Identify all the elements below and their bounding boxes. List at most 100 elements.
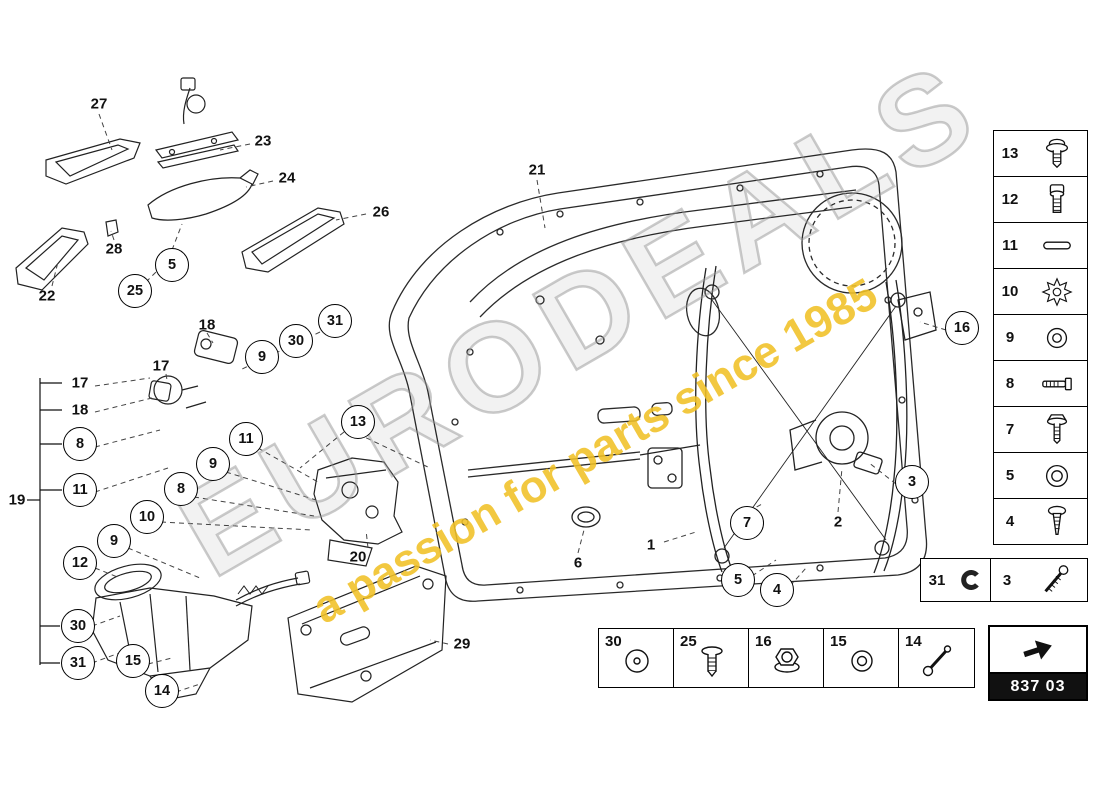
grommet-icon: [599, 641, 674, 681]
part-number: 15: [830, 633, 847, 650]
part-number: 25: [680, 633, 697, 650]
legend-cell-3[interactable]: 3: [990, 558, 1088, 602]
diagram-code: 837 03: [988, 672, 1088, 701]
part-callout[interactable]: 17: [152, 357, 170, 375]
socket-bolt-icon: [1026, 180, 1087, 220]
part-number: 31: [928, 571, 946, 589]
part-callout[interactable]: 21: [528, 161, 546, 179]
ball-pin-icon: [899, 641, 974, 681]
dowel-pin-icon: [1026, 226, 1087, 266]
part-number: 16: [755, 633, 772, 650]
washer-icon: [1026, 456, 1087, 496]
legend-row-4[interactable]: 4: [993, 498, 1088, 545]
part-callout[interactable]: 6: [573, 554, 583, 572]
part-callout[interactable]: 17: [71, 374, 89, 392]
door-latch: [313, 457, 403, 567]
part-number: 3: [1002, 571, 1012, 589]
legend-cell-25[interactable]: 25: [673, 628, 750, 688]
legend-cell-15[interactable]: 15: [823, 628, 900, 688]
part-callout-circle[interactable]: 31: [61, 646, 95, 680]
arrow-icon: [1016, 630, 1060, 670]
part-callout-circle[interactable]: 25: [118, 274, 152, 308]
legend-row-11[interactable]: 11: [993, 222, 1088, 269]
part-callout-circle[interactable]: 15: [116, 644, 150, 678]
washer-icon: [824, 641, 899, 681]
part-callout[interactable]: 26: [372, 203, 390, 221]
legend-cell-16[interactable]: 16: [748, 628, 825, 688]
direction-arrow-box: [988, 625, 1088, 674]
long-bolt-icon: [1026, 364, 1087, 404]
part-number: 5: [1005, 467, 1015, 484]
washer-icon: [1026, 318, 1087, 358]
legend-row-7[interactable]: 7: [993, 406, 1088, 453]
part-number: 14: [905, 633, 922, 650]
part-number: 7: [1005, 421, 1015, 438]
leader-lines: [51, 113, 947, 693]
part-callout[interactable]: 19: [8, 491, 26, 509]
part-callout-circle[interactable]: 12: [63, 546, 97, 580]
part-callout-circle[interactable]: 30: [61, 609, 95, 643]
part-callout[interactable]: 27: [90, 95, 108, 113]
part-callout-circle[interactable]: 14: [145, 674, 179, 708]
part-callout-circle[interactable]: 5: [721, 563, 755, 597]
part-number: 30: [605, 633, 622, 650]
flange-screw-icon: [1026, 410, 1087, 450]
part-number: 8: [1005, 375, 1015, 392]
mount-bracket: [287, 565, 447, 703]
part-callout[interactable]: 2: [833, 513, 843, 531]
part-callout-circle[interactable]: 8: [63, 427, 97, 461]
door-handle-parts: [15, 77, 345, 291]
part-number: 13: [1001, 145, 1019, 162]
legend-row-5[interactable]: 5: [993, 452, 1088, 499]
star-washer-icon: [1026, 272, 1087, 312]
part-callout-circle[interactable]: 9: [245, 340, 279, 374]
tapping-screw-icon: [1023, 560, 1087, 600]
pan-screw-icon: [1026, 502, 1087, 542]
push-rivet-icon: [674, 641, 749, 681]
legend-cell-31[interactable]: 31: [920, 558, 992, 602]
lock-cylinder-parts: [148, 330, 239, 409]
part-callout-circle[interactable]: 4: [760, 573, 794, 607]
part-callout-circle[interactable]: 31: [318, 304, 352, 338]
part-callout[interactable]: 18: [198, 316, 216, 334]
part-callout-circle[interactable]: 11: [63, 473, 97, 507]
legend-row-13[interactable]: 13: [993, 130, 1088, 177]
group-bracket-19: [27, 378, 62, 665]
part-callout-circle[interactable]: 8: [164, 472, 198, 506]
legend-row-10[interactable]: 10: [993, 268, 1088, 315]
flange-nut-icon: [749, 641, 824, 681]
lock-assembly: [91, 563, 311, 701]
legend-cell-14[interactable]: 14: [898, 628, 975, 688]
part-callout-circle[interactable]: 13: [341, 405, 375, 439]
part-callout[interactable]: 18: [71, 401, 89, 419]
part-number: 4: [1005, 513, 1015, 530]
legend-row-8[interactable]: 8: [993, 360, 1088, 407]
part-number: 9: [1005, 329, 1015, 346]
part-callout[interactable]: 22: [38, 287, 56, 305]
part-callout-circle[interactable]: 5: [155, 248, 189, 282]
part-callout[interactable]: 20: [349, 548, 367, 566]
legend-row-9[interactable]: 9: [993, 314, 1088, 361]
part-callout-circle[interactable]: 10: [130, 500, 164, 534]
part-callout-circle[interactable]: 9: [196, 447, 230, 481]
legend-row-12[interactable]: 12: [993, 176, 1088, 223]
part-number: 10: [1001, 283, 1019, 300]
part-callout[interactable]: 24: [278, 169, 296, 187]
torx-screw-icon: [1026, 134, 1087, 174]
part-number: 12: [1001, 191, 1019, 208]
door-panel: [388, 148, 928, 602]
part-callout-circle[interactable]: 11: [229, 422, 263, 456]
part-callout[interactable]: 23: [254, 132, 272, 150]
part-number: 11: [1002, 237, 1018, 254]
legend-cell-30[interactable]: 30: [598, 628, 675, 688]
part-callout[interactable]: 1: [646, 536, 656, 554]
part-callout-circle[interactable]: 9: [97, 524, 131, 558]
part-callout-circle[interactable]: 16: [945, 311, 979, 345]
part-callout-circle[interactable]: 3: [895, 465, 929, 499]
part-callout[interactable]: 29: [453, 635, 471, 653]
part-callout-circle[interactable]: 30: [279, 324, 313, 358]
part-callout[interactable]: 28: [105, 240, 123, 258]
part-callout-circle[interactable]: 7: [730, 506, 764, 540]
